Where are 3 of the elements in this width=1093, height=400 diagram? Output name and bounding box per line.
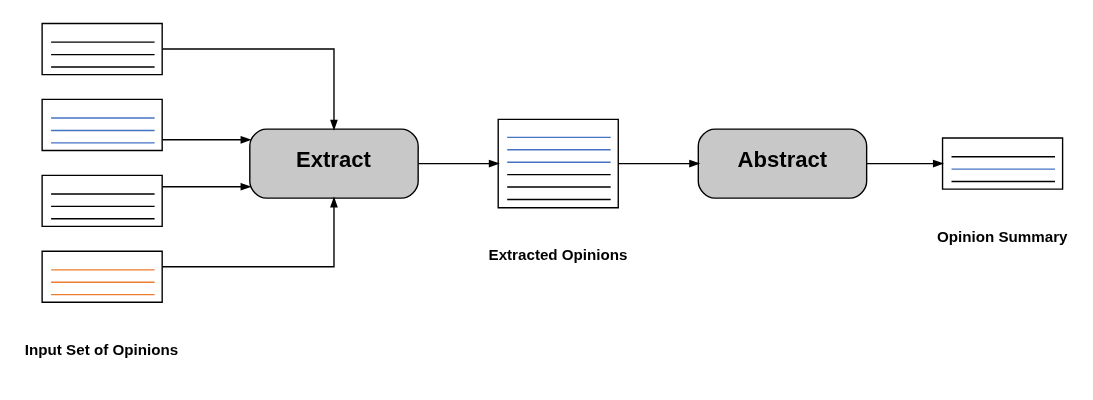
node-label: Opinion Summary xyxy=(937,227,1068,245)
label: Input Set of Opinions xyxy=(24,340,179,358)
node-label: Extracted Opinions xyxy=(488,245,628,263)
